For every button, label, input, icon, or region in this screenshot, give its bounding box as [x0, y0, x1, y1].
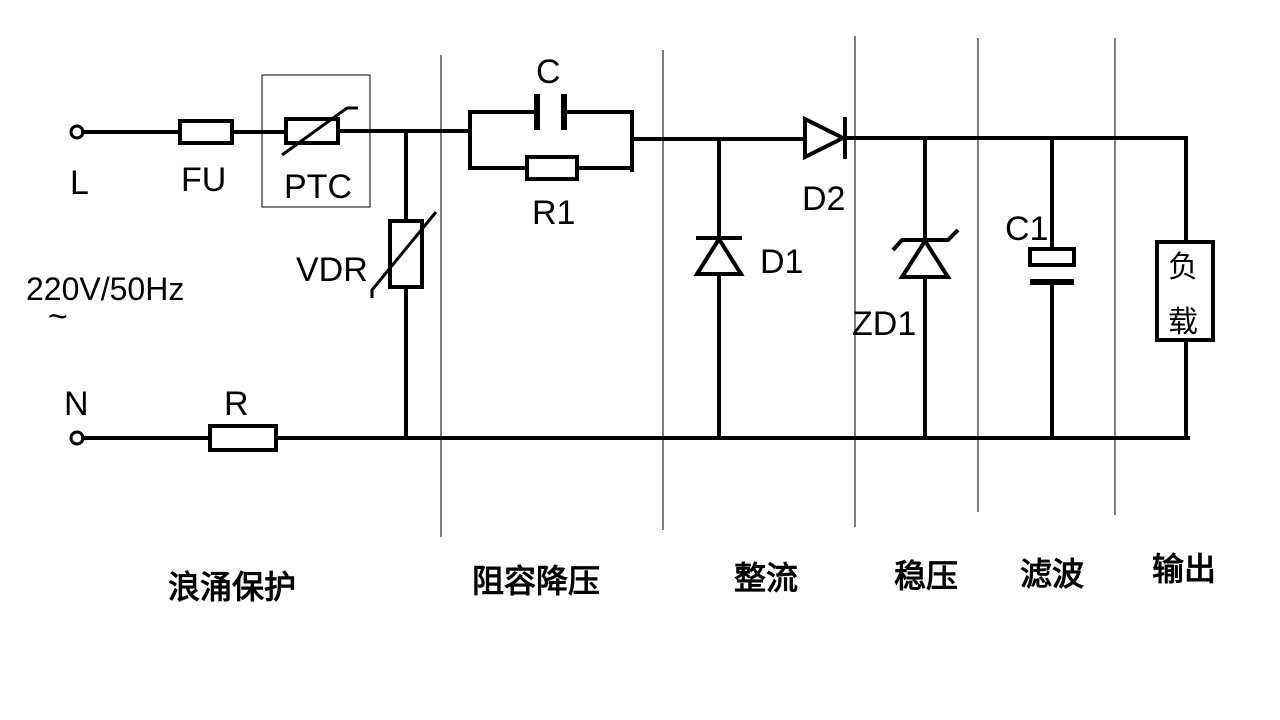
label-fu: FU [181, 161, 226, 199]
label-load-1: 负 [1168, 250, 1198, 285]
diode-d2-icon [803, 115, 848, 161]
section-regulate: 稳压 [894, 557, 958, 595]
label-d1: D1 [760, 243, 803, 281]
ptc-arrow-icon [281, 106, 358, 157]
diode-d1-icon [693, 235, 745, 276]
label-r1: R1 [532, 194, 575, 232]
resistor-r-icon [208, 424, 278, 452]
label-d2: D2 [802, 180, 845, 218]
capacitor-c1-icon [1028, 247, 1076, 267]
fuse-fu-icon [178, 119, 234, 145]
label-vdr: VDR [296, 251, 368, 289]
label-ac-symbol: ~ [48, 298, 68, 336]
ptc-thermistor-icon [284, 117, 340, 145]
varistor-vdr-icon [388, 219, 424, 289]
label-c1: C1 [1005, 210, 1048, 248]
label-c: C [536, 53, 561, 91]
section-output: 输出 [1152, 550, 1216, 588]
label-supply: 220V/50Hz [26, 271, 184, 307]
section-filter: 滤波 [1020, 555, 1084, 593]
label-n: N [64, 385, 89, 423]
zener-zd1-icon [898, 237, 952, 279]
ptc-frame [261, 74, 371, 208]
label-r: R [224, 385, 249, 423]
section-rectify: 整流 [734, 559, 798, 597]
resistor-r1-icon [525, 155, 579, 181]
label-ptc: PTC [284, 168, 352, 206]
vdr-arrow-icon [370, 211, 438, 298]
section-rc-step-down: 阻容降压 [472, 562, 600, 600]
label-zd1: ZD1 [852, 305, 916, 343]
section-surge-protection: 浪涌保护 [168, 568, 296, 606]
label-load-2: 载 [1168, 305, 1198, 340]
label-l: L [70, 164, 89, 202]
